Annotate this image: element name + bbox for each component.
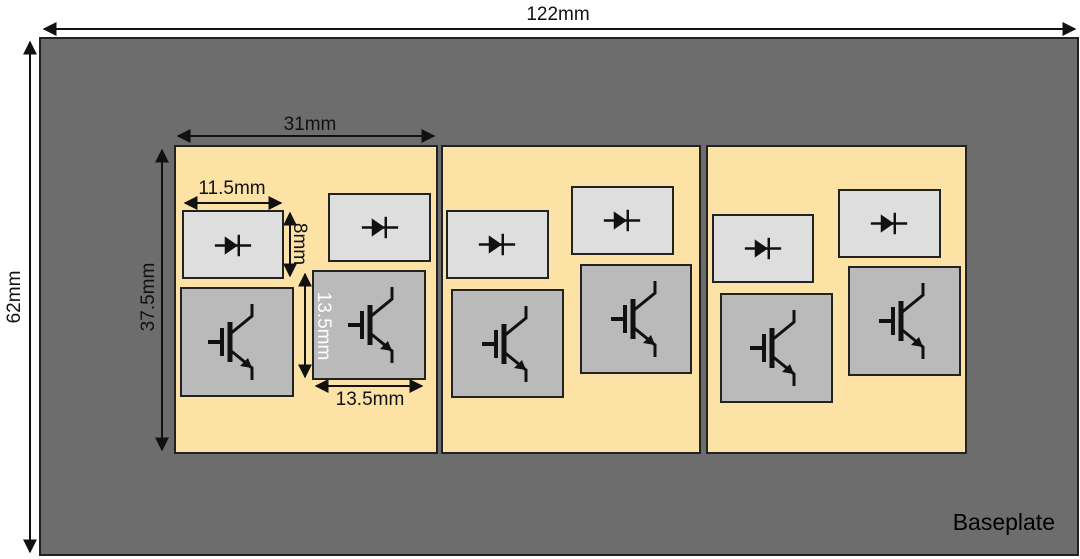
substrate-width-label: 31mm (284, 114, 337, 135)
igbt-chip (180, 287, 294, 397)
igbt-height-label: 13.5mm (313, 292, 334, 361)
baseplate-width-label: 122mm (526, 4, 589, 25)
substrate-2 (441, 145, 701, 454)
substrate-3 (706, 145, 967, 454)
igbt-chip (848, 266, 961, 376)
diode-width-label: 11.5mm (198, 178, 265, 199)
igbt-chip (580, 264, 692, 374)
diode-chip (446, 210, 549, 279)
substrate-height-label: 37.5mm (138, 263, 159, 332)
diode-height-label: 8mm (289, 223, 310, 265)
igbt-chip (451, 289, 564, 398)
igbt-chip (720, 293, 833, 403)
baseplate-height-label: 62mm (4, 271, 25, 324)
baseplate-label: Baseplate (953, 509, 1055, 535)
igbt-width-label: 13.5mm (336, 389, 405, 410)
